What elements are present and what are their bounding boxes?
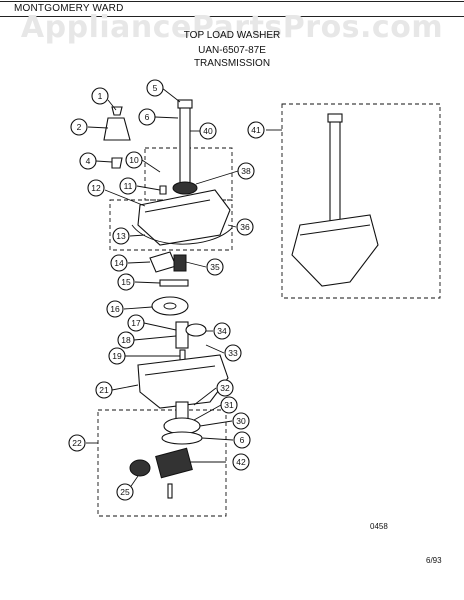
svg-text:4: 4 [86,156,91,166]
cap-2 [103,117,131,141]
svg-text:34: 34 [217,326,227,336]
header-top-rule [0,1,464,2]
callout-14: 14 [110,254,128,272]
svg-text:11: 11 [124,181,133,191]
callout-31: 31 [220,396,238,414]
shaft-cap [177,99,193,109]
svg-text:6: 6 [145,112,150,122]
callout-18: 18 [117,331,135,349]
callout-6-bottom: 6 [233,431,251,449]
cap-1 [111,106,123,116]
gear-16 [151,296,189,316]
svg-text:18: 18 [121,335,131,345]
callout-1: 1 [91,87,109,105]
svg-text:6: 6 [240,435,245,445]
callout-35: 35 [206,258,224,276]
svg-text:15: 15 [121,277,131,287]
svg-text:40: 40 [203,126,213,136]
svg-text:30: 30 [236,416,246,426]
group-box-36 [109,199,233,251]
callout-34: 34 [213,322,231,340]
product-title: TOP LOAD WASHER [183,30,281,41]
part-11 [159,185,167,195]
svg-text:42: 42 [236,457,246,467]
watermark: AppliancePartsPros.com [20,10,444,45]
header-bottom-rule [0,16,464,17]
model-number: UAN-6507-87E [198,45,266,56]
svg-text:35: 35 [210,262,220,272]
svg-text:33: 33 [228,348,238,358]
clip-4 [111,157,123,169]
callout-5: 5 [146,79,164,97]
callout-16: 16 [106,300,124,318]
group-box-41 [281,103,441,299]
svg-text:14: 14 [114,258,124,268]
callout-19: 19 [108,347,126,365]
callout-10: 10 [125,151,143,169]
gasket-13 [131,224,233,245]
callout-17: 17 [127,314,145,332]
svg-text:32: 32 [220,383,230,393]
callout-13: 13 [112,227,130,245]
part-42 [155,447,193,479]
callout-2: 2 [70,118,88,136]
svg-text:1: 1 [98,91,103,101]
callout-42: 42 [232,453,250,471]
svg-text:10: 10 [129,155,139,165]
svg-text:38: 38 [241,166,251,176]
callout-6-top: 6 [138,108,156,126]
callout-25: 25 [116,483,134,501]
gear-34 [185,323,207,337]
gearcase-cover-12 [137,189,231,246]
callout-33: 33 [224,344,242,362]
svg-text:25: 25 [120,487,130,497]
svg-text:5: 5 [153,83,158,93]
svg-text:41: 41 [251,125,261,135]
callout-22: 22 [68,434,86,452]
section-title: TRANSMISSION [193,58,271,69]
svg-text:21: 21 [99,385,109,395]
shaft-41-cap [327,113,343,123]
svg-text:13: 13 [116,231,126,241]
gearcase-21 [137,354,229,409]
pinion-35 [173,254,187,272]
callout-32: 32 [216,379,234,397]
callout-21: 21 [95,381,113,399]
callout-30: 30 [232,412,250,430]
gear-38 [172,181,198,195]
svg-text:17: 17 [131,318,141,328]
svg-text:12: 12 [91,183,101,193]
svg-text:31: 31 [224,400,234,410]
brand-label: MONTGOMERY WARD [14,3,124,14]
callout-41: 41 [247,121,265,139]
svg-text:22: 22 [72,438,82,448]
callout-36: 36 [236,218,254,236]
revision-date: 6/93 [426,556,442,565]
svg-text:16: 16 [110,304,120,314]
svg-text:2: 2 [77,122,82,132]
diagram-code: 0458 [370,522,388,531]
callout-11: 11 [119,177,137,195]
group-box-10 [144,147,233,201]
callout-4: 4 [79,152,97,170]
svg-text:19: 19 [112,351,122,361]
svg-text:36: 36 [240,222,250,232]
screw-25 [167,483,173,499]
callout-15: 15 [117,273,135,291]
part-25-upper [129,459,151,477]
callout-12: 12 [87,179,105,197]
callout-40: 40 [199,122,217,140]
callout-38: 38 [237,162,255,180]
pinion-17-18 [175,321,189,349]
